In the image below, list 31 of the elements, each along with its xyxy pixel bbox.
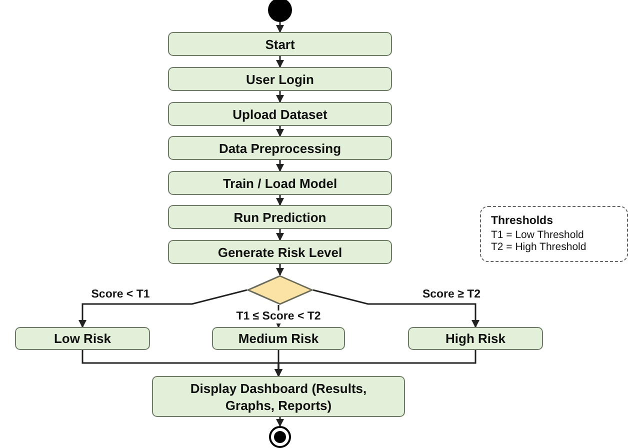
- arrow: [276, 417, 284, 427]
- process-box: Low Risk: [15, 327, 150, 350]
- note-text: T1 = Low Threshold: [491, 229, 584, 241]
- arrow: [274, 350, 476, 377]
- process-box: Data Preprocessing: [168, 136, 392, 160]
- start-node: [268, 0, 292, 22]
- arrow: [276, 22, 284, 33]
- arrow: [276, 91, 284, 103]
- arrow: [276, 160, 284, 172]
- decision-diamond: [247, 275, 313, 305]
- arrow: [276, 264, 284, 276]
- note-heading: Thresholds: [491, 215, 553, 227]
- process-box: Start: [168, 32, 392, 56]
- note-text: T2 = High Threshold: [491, 241, 586, 253]
- process-box: Display Dashboard (Results, Graphs, Reports): [152, 376, 405, 417]
- process-box: User Login: [168, 67, 392, 91]
- note-box: [480, 206, 628, 262]
- arrow: [276, 56, 284, 68]
- arrow: [276, 229, 284, 241]
- process-box: Medium Risk: [212, 327, 345, 350]
- end-node: [269, 426, 291, 448]
- process-box: Generate Risk Level: [168, 240, 392, 264]
- process-box: Upload Dataset: [168, 102, 392, 126]
- process-box: High Risk: [408, 327, 543, 350]
- process-box: Run Prediction: [168, 205, 392, 229]
- arrow: [312, 289, 480, 328]
- arrow: [78, 289, 248, 328]
- arrow: [276, 195, 284, 206]
- edge-label: T1 ≤ Score < T2: [234, 310, 323, 324]
- arrow: [276, 126, 284, 137]
- process-box: Train / Load Model: [168, 171, 392, 195]
